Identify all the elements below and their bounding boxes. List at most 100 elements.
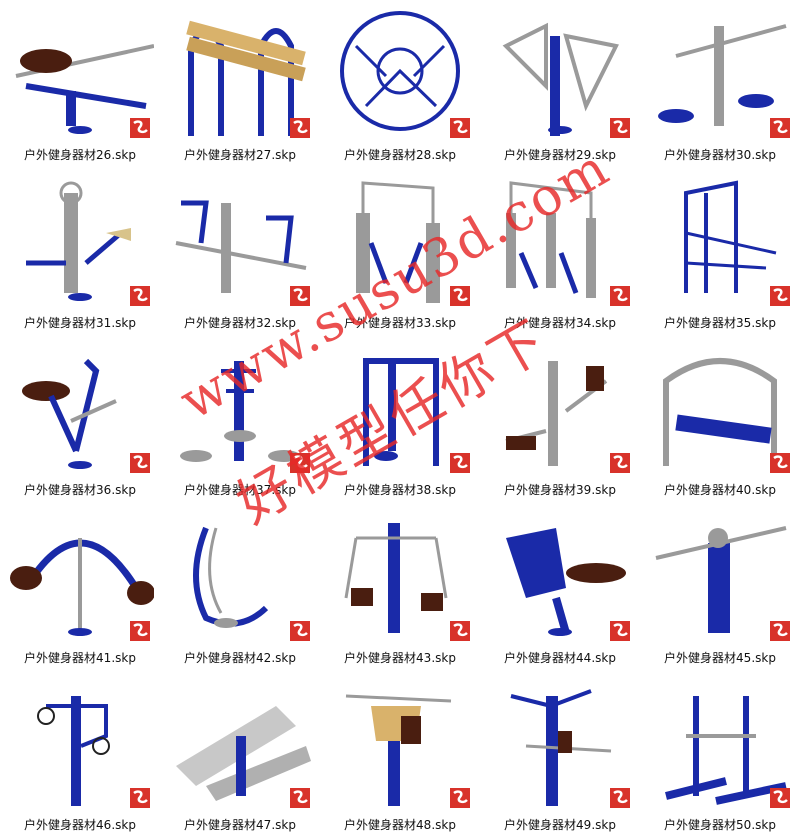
file-name-label: 户外健身器材43.skp xyxy=(344,650,456,665)
model-thumbnail xyxy=(166,508,314,642)
sketchup-file-icon xyxy=(768,450,792,476)
model-thumbnail xyxy=(486,676,634,810)
model-thumbnail xyxy=(6,676,154,810)
model-tile[interactable]: 户外健身器材37.skp xyxy=(160,335,320,502)
sketchup-file-icon xyxy=(608,450,632,476)
model-tile[interactable]: 户外健身器材40.skp xyxy=(640,335,800,502)
sketchup-file-icon xyxy=(608,115,632,141)
model-tile[interactable]: 户外健身器材35.skp xyxy=(640,167,800,334)
sketchup-file-icon xyxy=(128,283,152,309)
file-name-label: 户外健身器材39.skp xyxy=(504,483,616,498)
sketchup-file-icon xyxy=(288,283,312,309)
sketchup-file-icon xyxy=(608,283,632,309)
file-name-label: 户外健身器材37.skp xyxy=(184,483,296,498)
file-name-label: 户外健身器材41.skp xyxy=(24,650,136,665)
model-thumbnail xyxy=(646,173,794,307)
model-thumbnail xyxy=(486,508,634,642)
model-tile[interactable]: 户外健身器材27.skp xyxy=(160,0,320,167)
model-tile[interactable]: 户外健身器材42.skp xyxy=(160,502,320,669)
file-name-label: 户外健身器材34.skp xyxy=(504,315,616,330)
file-name-label: 户外健身器材33.skp xyxy=(344,315,456,330)
model-thumbnail xyxy=(326,341,474,475)
sketchup-file-icon xyxy=(448,450,472,476)
model-thumbnail xyxy=(166,6,314,140)
file-name-label: 户外健身器材31.skp xyxy=(24,315,136,330)
sketchup-file-icon xyxy=(608,618,632,644)
model-thumbnail xyxy=(486,6,634,140)
model-tile[interactable]: 户外健身器材30.skp xyxy=(640,0,800,167)
sketchup-file-icon xyxy=(288,618,312,644)
file-name-label: 户外健身器材44.skp xyxy=(504,650,616,665)
model-thumbnail xyxy=(166,173,314,307)
file-name-label: 户外健身器材47.skp xyxy=(184,817,296,832)
file-name-label: 户外健身器材27.skp xyxy=(184,148,296,163)
model-tile[interactable]: 户外健身器材43.skp xyxy=(320,502,480,669)
model-thumbnail xyxy=(486,173,634,307)
model-tile[interactable]: 户外健身器材28.skp xyxy=(320,0,480,167)
file-name-label: 户外健身器材32.skp xyxy=(184,315,296,330)
model-thumbnail xyxy=(326,173,474,307)
file-name-label: 户外健身器材38.skp xyxy=(344,483,456,498)
model-thumbnail xyxy=(646,508,794,642)
model-tile[interactable]: 户外健身器材38.skp xyxy=(320,335,480,502)
model-tile[interactable]: 户外健身器材46.skp xyxy=(0,670,160,837)
model-tile[interactable]: 户外健身器材34.skp xyxy=(480,167,640,334)
model-tile[interactable]: 户外健身器材45.skp xyxy=(640,502,800,669)
model-thumbnail xyxy=(646,341,794,475)
model-thumbnail xyxy=(6,341,154,475)
file-name-label: 户外健身器材35.skp xyxy=(664,315,776,330)
sketchup-file-icon xyxy=(448,785,472,811)
model-thumbnail xyxy=(326,6,474,140)
file-name-label: 户外健身器材28.skp xyxy=(344,148,456,163)
file-name-label: 户外健身器材50.skp xyxy=(664,817,776,832)
model-thumbnail xyxy=(166,676,314,810)
file-name-label: 户外健身器材29.skp xyxy=(504,148,616,163)
sketchup-file-icon xyxy=(608,785,632,811)
model-thumbnail xyxy=(6,173,154,307)
model-tile[interactable]: 户外健身器材32.skp xyxy=(160,167,320,334)
file-name-label: 户外健身器材42.skp xyxy=(184,650,296,665)
sketchup-file-icon xyxy=(448,115,472,141)
sketchup-file-icon xyxy=(448,618,472,644)
model-thumbnail xyxy=(646,676,794,810)
model-thumbnail xyxy=(326,508,474,642)
model-tile[interactable]: 户外健身器材49.skp xyxy=(480,670,640,837)
model-tile[interactable]: 户外健身器材36.skp xyxy=(0,335,160,502)
model-tile[interactable]: 户外健身器材41.skp xyxy=(0,502,160,669)
sketchup-file-icon xyxy=(448,283,472,309)
sketchup-file-icon xyxy=(768,283,792,309)
sketchup-file-icon xyxy=(768,115,792,141)
file-name-label: 户外健身器材40.skp xyxy=(664,483,776,498)
model-thumbnail xyxy=(486,341,634,475)
sketchup-file-icon xyxy=(128,785,152,811)
model-thumbnail xyxy=(6,6,155,140)
model-tile[interactable]: 户外健身器材31.skp xyxy=(0,167,160,334)
file-name-label: 户外健身器材45.skp xyxy=(664,650,776,665)
sketchup-file-icon xyxy=(128,115,152,141)
model-thumbnail xyxy=(646,6,794,140)
sketchup-file-icon xyxy=(288,785,312,811)
model-tile[interactable]: 户外健身器材39.skp xyxy=(480,335,640,502)
sketchup-file-icon xyxy=(128,618,152,644)
model-tile[interactable]: 户外健身器材33.skp xyxy=(320,167,480,334)
model-tile[interactable]: 户外健身器材29.skp xyxy=(480,0,640,167)
model-tile[interactable]: 户外健身器材48.skp xyxy=(320,670,480,837)
model-tile[interactable]: 户外健身器材44.skp xyxy=(480,502,640,669)
sketchup-file-icon xyxy=(768,785,792,811)
sketchup-file-icon xyxy=(128,450,152,476)
file-name-label: 户外健身器材48.skp xyxy=(344,817,456,832)
file-name-label: 户外健身器材30.skp xyxy=(664,148,776,163)
file-name-label: 户外健身器材49.skp xyxy=(504,817,616,832)
sketchup-file-icon xyxy=(288,115,312,141)
file-name-label: 户外健身器材36.skp xyxy=(24,483,136,498)
model-thumbnail xyxy=(326,676,474,810)
model-tile[interactable]: 户外健身器材50.skp xyxy=(640,670,800,837)
file-name-label: 户外健身器材26.skp xyxy=(24,148,136,163)
model-tile[interactable]: 户外健身器材26.skp xyxy=(0,0,160,167)
model-tile[interactable]: 户外健身器材47.skp xyxy=(160,670,320,837)
sketchup-file-icon xyxy=(768,618,792,644)
model-thumbnail xyxy=(6,508,155,642)
file-name-label: 户外健身器材46.skp xyxy=(24,817,136,832)
model-thumbnail xyxy=(166,341,314,475)
